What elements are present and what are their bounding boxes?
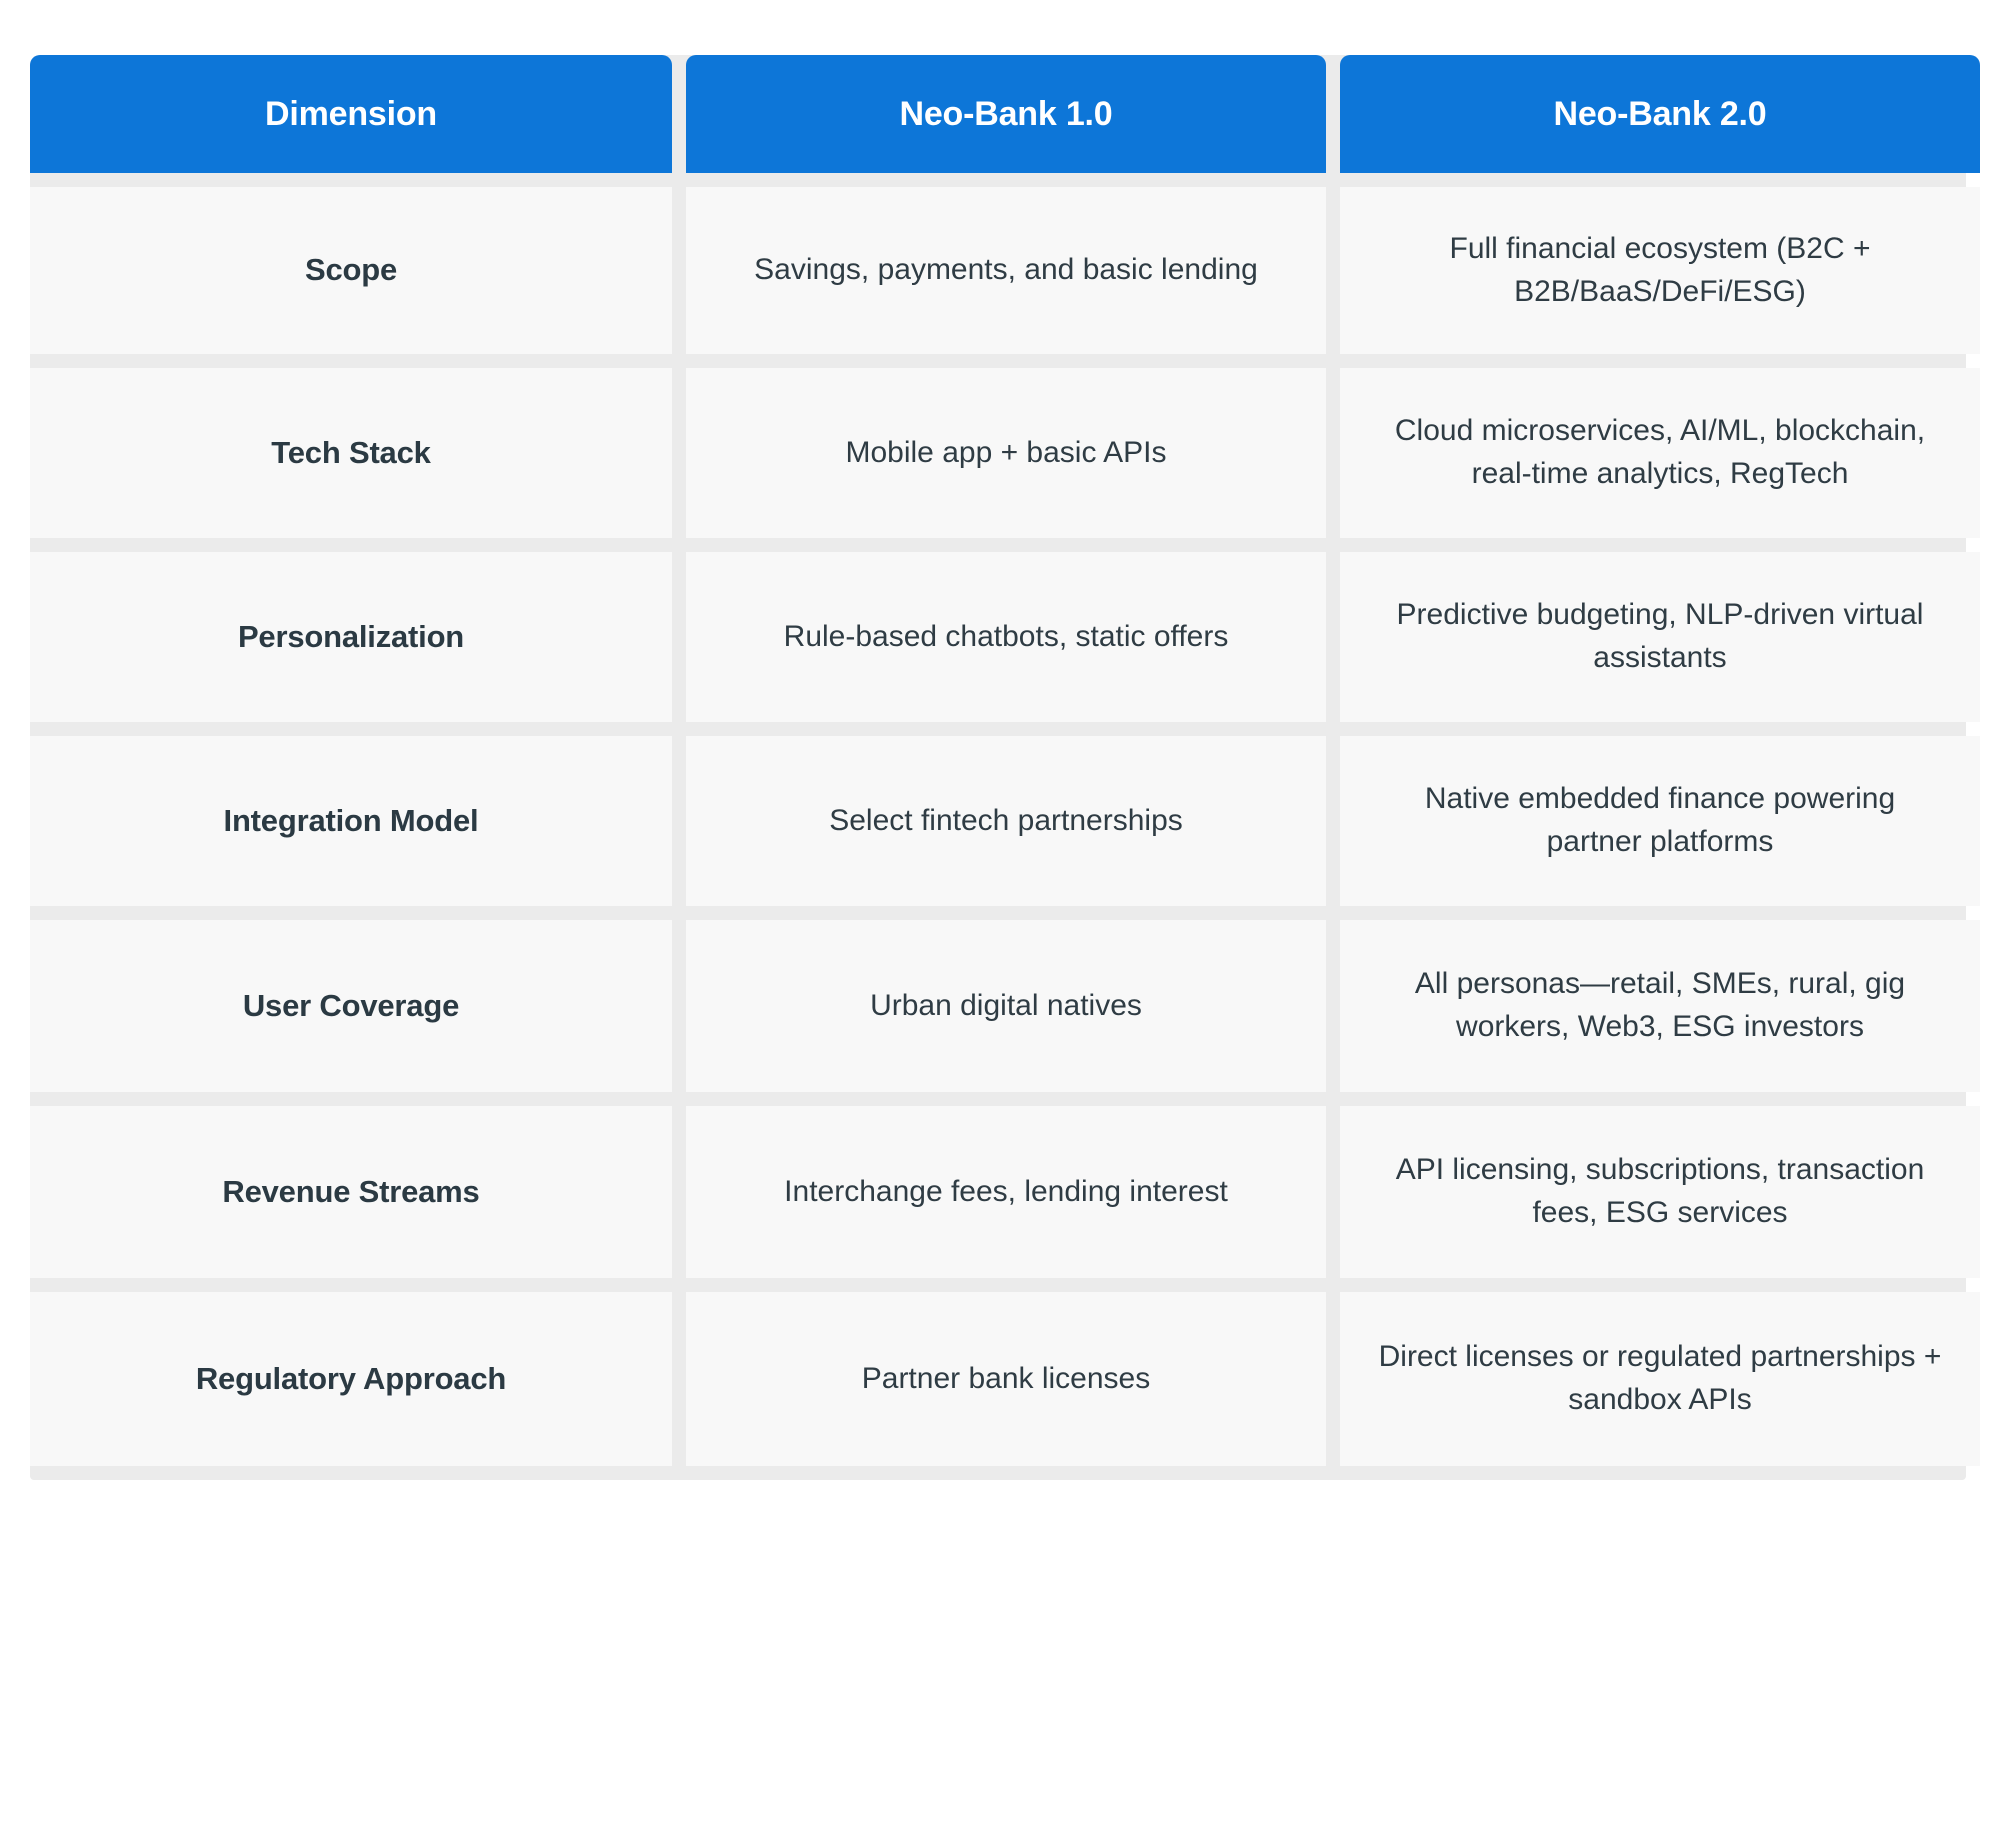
table-row: Revenue Streams Interchange fees, lendin… — [30, 1106, 1980, 1278]
cell-neo-bank-2: Predictive budgeting, NLP-driven virtual… — [1340, 552, 1980, 722]
cell-neo-bank-2: Native embedded finance powering partner… — [1340, 736, 1980, 906]
cell-neo-bank-1: Rule-based chatbots, static offers — [686, 552, 1326, 722]
table-row: Tech Stack Mobile app + basic APIs Cloud… — [30, 368, 1980, 538]
cell-neo-bank-2: All personas—retail, SMEs, rural, gig wo… — [1340, 920, 1980, 1092]
neobank-comparison-table: Dimension Neo-Bank 1.0 Neo-Bank 2.0 Scop… — [30, 55, 1980, 1480]
table-row: Integration Model Select fintech partner… — [30, 736, 1980, 906]
column-header-dimension: Dimension — [30, 55, 672, 173]
cell-dimension: Integration Model — [30, 736, 672, 906]
cell-neo-bank-2: API licensing, subscriptions, transactio… — [1340, 1106, 1980, 1278]
cell-neo-bank-1: Mobile app + basic APIs — [686, 368, 1326, 538]
cell-dimension: Personalization — [30, 552, 672, 722]
cell-dimension: Revenue Streams — [30, 1106, 672, 1278]
cell-neo-bank-1: Select fintech partnerships — [686, 736, 1326, 906]
cell-neo-bank-2: Direct licenses or regulated partnership… — [1340, 1292, 1980, 1466]
cell-neo-bank-2: Cloud microservices, AI/ML, blockchain, … — [1340, 368, 1980, 538]
table-body: Scope Savings, payments, and basic lendi… — [30, 173, 1980, 1466]
table-row: Regulatory Approach Partner bank license… — [30, 1292, 1980, 1466]
cell-neo-bank-1: Urban digital natives — [686, 920, 1326, 1092]
cell-neo-bank-1: Savings, payments, and basic lending — [686, 187, 1326, 354]
cell-dimension: Scope — [30, 187, 672, 354]
table-header-row: Dimension Neo-Bank 1.0 Neo-Bank 2.0 — [30, 55, 1980, 173]
cell-dimension: Regulatory Approach — [30, 1292, 672, 1466]
table-row: Scope Savings, payments, and basic lendi… — [30, 187, 1980, 354]
cell-dimension: User Coverage — [30, 920, 672, 1092]
cell-neo-bank-2: Full financial ecosystem (B2C + B2B/BaaS… — [1340, 187, 1980, 354]
table-row: Personalization Rule-based chatbots, sta… — [30, 552, 1980, 722]
column-header-neo-bank-2: Neo-Bank 2.0 — [1340, 55, 1980, 173]
column-header-neo-bank-1: Neo-Bank 1.0 — [686, 55, 1326, 173]
cell-dimension: Tech Stack — [30, 368, 672, 538]
table-row: User Coverage Urban digital natives All … — [30, 920, 1980, 1092]
cell-neo-bank-1: Interchange fees, lending interest — [686, 1106, 1326, 1278]
cell-neo-bank-1: Partner bank licenses — [686, 1292, 1326, 1466]
